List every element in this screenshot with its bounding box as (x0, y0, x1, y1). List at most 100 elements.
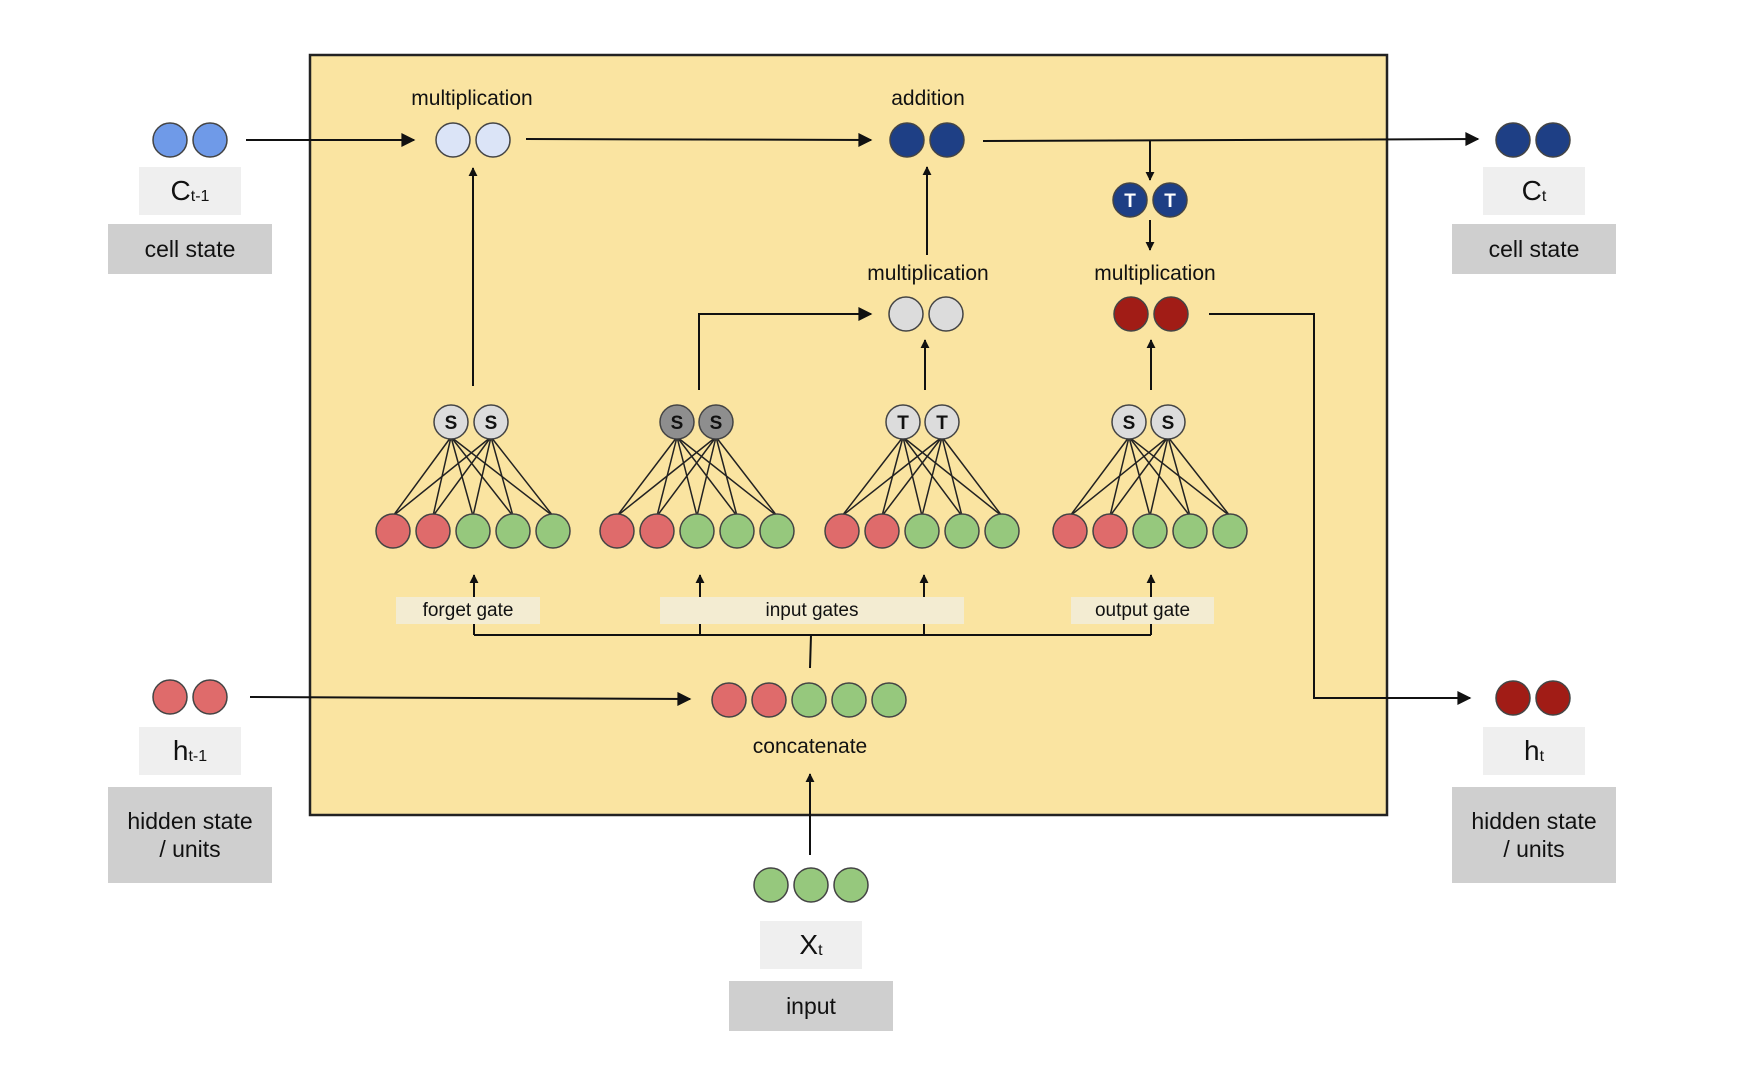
input-tanh-input-node-4 (944, 513, 980, 549)
input-tanh-edge (941, 436, 963, 517)
output-activation-node-2-letter: S (1162, 413, 1175, 434)
output-edge (1167, 436, 1191, 517)
forget-input-node-1 (375, 513, 411, 549)
input-tanh-edge (881, 436, 943, 517)
wire-add-to-c-next (982, 132, 1480, 147)
label-multiplication-forget: multiplication (411, 87, 532, 110)
mult-input-node-2 (928, 296, 964, 332)
forget-input-node-5 (535, 513, 571, 549)
forget-activation-node-1 (433, 404, 469, 440)
desc-cell-state-in: cell state (108, 224, 272, 274)
forget-edge (392, 436, 492, 517)
concat-node-4 (831, 682, 867, 718)
input-sigmoid-input-node-2 (639, 513, 675, 549)
input-sigmoid-input-node-4 (719, 513, 755, 549)
gate-label-forget: forget gate (396, 597, 540, 624)
h-next-node-1 (1495, 680, 1531, 716)
forget-edge (490, 436, 554, 517)
cell-tanh-node-2 (1152, 182, 1188, 218)
label-addition: addition (891, 87, 965, 110)
x-node-3 (833, 867, 869, 903)
output-input-node-2 (1092, 513, 1128, 549)
output-input-node-5 (1212, 513, 1248, 549)
input-tanh-activation-node-1 (885, 404, 921, 440)
cell-tanh-node-1 (1112, 182, 1148, 218)
output-edge (1167, 436, 1231, 517)
mult-output-node-1 (1113, 296, 1149, 332)
input-tanh-activation-node-2 (924, 404, 960, 440)
output-edge (1109, 436, 1169, 517)
input-tanh-edge (941, 436, 1003, 517)
forget-activation-node-2-letter: S (485, 413, 498, 434)
wire-mult-to-add (525, 132, 873, 147)
input-sigmoid-activation-node-2 (698, 404, 734, 440)
addition-node-2 (929, 122, 965, 158)
input-sigmoid-activation-node-1 (659, 404, 695, 440)
forget-edge (432, 436, 492, 517)
desc-input: input (729, 981, 893, 1031)
output-input-node-1 (1052, 513, 1088, 549)
input-sigmoid-edge (715, 436, 738, 517)
cell-tanh-node-2-letter: T (1164, 191, 1176, 212)
label-multiplication-output: multiplication (1094, 262, 1215, 285)
forget-edge (472, 436, 492, 517)
c-next-node-1 (1495, 122, 1531, 158)
input-sigmoid-edge (715, 436, 778, 517)
forget-activation-node-1-letter: S (445, 413, 458, 434)
output-edge (1069, 436, 1130, 517)
input-tanh-edge (921, 436, 943, 517)
input-tanh-input-node-3 (904, 513, 940, 549)
input-sigmoid-input-node-5 (759, 513, 795, 549)
forget-input-node-2 (415, 513, 451, 549)
output-edge (1069, 436, 1169, 517)
concat-node-3 (791, 682, 827, 718)
desc-hidden-state-in: hidden state / units (108, 787, 272, 883)
input-sigmoid-edge (616, 436, 678, 517)
addition-node-1 (889, 122, 925, 158)
concat-node-2 (751, 682, 787, 718)
input-sigmoid-input-node-3 (679, 513, 715, 549)
output-input-node-3 (1132, 513, 1168, 549)
forget-activation-node-2 (473, 404, 509, 440)
x-node-1 (753, 867, 789, 903)
concat-node-5 (871, 682, 907, 718)
gate-label-output: output gate (1071, 597, 1214, 624)
input-tanh-edge (841, 436, 904, 517)
h-prev-node-1 (152, 679, 188, 715)
h-next-node-2 (1535, 680, 1571, 716)
output-activation-node-1-letter: S (1123, 413, 1136, 434)
input-sigmoid-activation-node-2-letter: S (710, 413, 723, 434)
output-activation-node-2 (1150, 404, 1186, 440)
forget-input-node-4 (495, 513, 531, 549)
c-next-node-2 (1535, 122, 1571, 158)
wire-mult-out-to-h-next (1209, 313, 1472, 705)
output-activation-node-1 (1111, 404, 1147, 440)
input-tanh-input-node-1 (824, 513, 860, 549)
desc-cell-state-out: cell state (1452, 224, 1616, 274)
output-input-node-4 (1172, 513, 1208, 549)
wire-input-sig-to-mult (698, 307, 873, 390)
input-sigmoid-edge (656, 436, 717, 517)
input-sigmoid-activation-node-1-letter: S (671, 413, 684, 434)
x-node-2 (793, 867, 829, 903)
forget-edge (392, 436, 452, 517)
c-prev-node-1 (152, 122, 188, 158)
wire-concat-bus (474, 634, 1151, 669)
input-sigmoid-input-node-1 (599, 513, 635, 549)
output-edge (1149, 436, 1169, 517)
input-tanh-activation-node-1-letter: T (897, 413, 909, 434)
input-sigmoid-edge (696, 436, 717, 517)
desc-hidden-state-out: hidden state / units (1452, 787, 1616, 883)
input-tanh-activation-node-2-letter: T (936, 413, 948, 434)
h-prev-node-2 (192, 679, 228, 715)
mult-output-node-2 (1153, 296, 1189, 332)
input-tanh-input-node-5 (984, 513, 1020, 549)
forget-edge (490, 436, 514, 517)
mult-forget-node-1 (435, 122, 471, 158)
